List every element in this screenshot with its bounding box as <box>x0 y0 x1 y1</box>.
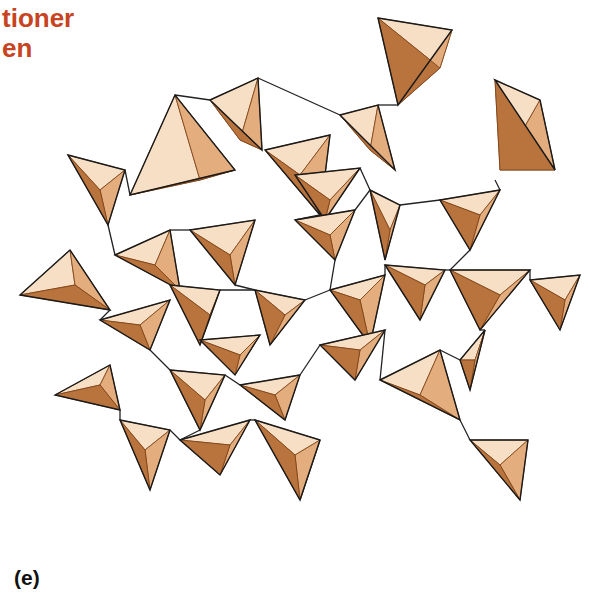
tetrahedron <box>255 420 320 500</box>
tetrahedron <box>170 370 225 430</box>
tetrahedron-outline <box>55 365 120 410</box>
bridge-line <box>235 285 255 290</box>
tetrahedron-face <box>495 80 555 170</box>
tetrahedron-outline <box>470 440 528 500</box>
tetrahedron-face <box>460 360 475 390</box>
tetrahedron-outline <box>120 420 170 490</box>
bridge-line <box>170 229 190 230</box>
bridge-line <box>300 345 320 375</box>
tetrahedron-outline <box>255 420 320 500</box>
tetrahedron <box>370 190 400 260</box>
tetrahedron <box>255 290 305 345</box>
tetrahedron-outline <box>530 275 580 330</box>
tetrahedron-outline <box>210 78 262 150</box>
tetrahedron <box>495 80 555 170</box>
tetrahedron-outline <box>115 230 180 290</box>
tetrahedron <box>180 420 250 475</box>
bridge-line <box>175 95 210 100</box>
tetrahedron <box>20 250 110 310</box>
tetrahedron <box>240 375 300 420</box>
bridge-line <box>330 260 335 290</box>
tetrahedron-outline <box>460 330 485 390</box>
tetrahedron <box>530 275 580 330</box>
tetrahedron-outline <box>200 335 260 375</box>
tetrahedron-outline <box>320 330 385 380</box>
tetrahedron-outline <box>370 190 400 260</box>
tetrahedron <box>295 210 355 260</box>
tetrahedron <box>100 300 170 350</box>
tetrahedron-outline <box>20 250 110 310</box>
bridge-line <box>225 375 240 385</box>
tetrahedron-outline <box>68 155 125 225</box>
tetrahedron <box>55 365 120 410</box>
tetrahedron <box>340 105 395 170</box>
tetrahedron <box>380 350 460 420</box>
bridge-line <box>108 225 115 255</box>
panel-letter: (e) <box>14 566 40 589</box>
bridge-line <box>305 290 330 300</box>
tetrahedron-outline <box>495 80 555 170</box>
tetrahedron <box>450 270 530 330</box>
cut-heading-text: tioner <box>2 4 74 33</box>
tetrahedron-outline <box>380 350 460 420</box>
tetrahedron <box>320 330 385 380</box>
bridge-line <box>119 410 120 420</box>
tetrahedron <box>470 440 528 500</box>
tetrahedron-outline <box>378 18 452 105</box>
bridge-line <box>378 104 398 105</box>
tetrahedron <box>115 230 180 290</box>
tetrahedron-outline <box>170 370 225 430</box>
bridge-line <box>400 200 440 205</box>
bridge-line <box>170 430 180 440</box>
tetrahedron-outline <box>340 105 395 170</box>
bridge-line <box>360 168 370 190</box>
tetrahedron-outline <box>450 270 530 330</box>
bridge-line <box>495 180 500 190</box>
tetrahedron <box>460 330 485 390</box>
tetrahedron-outline <box>190 220 255 285</box>
tetrahedron-face <box>370 190 390 260</box>
tetrahedron <box>120 420 170 490</box>
tetrahedron <box>170 285 220 345</box>
tetrahedron <box>385 265 445 320</box>
bridge-line <box>220 289 255 290</box>
tetrahedron-outline <box>240 375 300 420</box>
tetrahedron <box>68 155 125 225</box>
tetrahedron <box>378 18 452 105</box>
bridge-line <box>150 350 170 370</box>
bridge-line <box>258 78 340 115</box>
tetrahedron-outline <box>255 290 305 345</box>
tetrahedron-outline <box>440 190 500 250</box>
cut-heading-text: en <box>2 34 32 63</box>
tetrahedron-outline <box>180 420 250 475</box>
bridge-line <box>125 170 130 195</box>
tetrahedron <box>200 335 260 375</box>
bridge-line <box>460 420 470 440</box>
tetrahedron <box>210 78 262 150</box>
tetrahedron-outline <box>100 300 170 350</box>
tetrahedron <box>440 190 500 250</box>
bridge-line <box>355 190 370 210</box>
bridge-lines <box>100 78 530 500</box>
tetrahedron <box>190 220 255 285</box>
tetrahedron-outline <box>170 285 220 345</box>
tetrahedra <box>20 18 580 500</box>
tetrahedron-outline <box>295 210 355 260</box>
bridge-line <box>450 250 470 270</box>
tetrahedron-outline <box>385 265 445 320</box>
